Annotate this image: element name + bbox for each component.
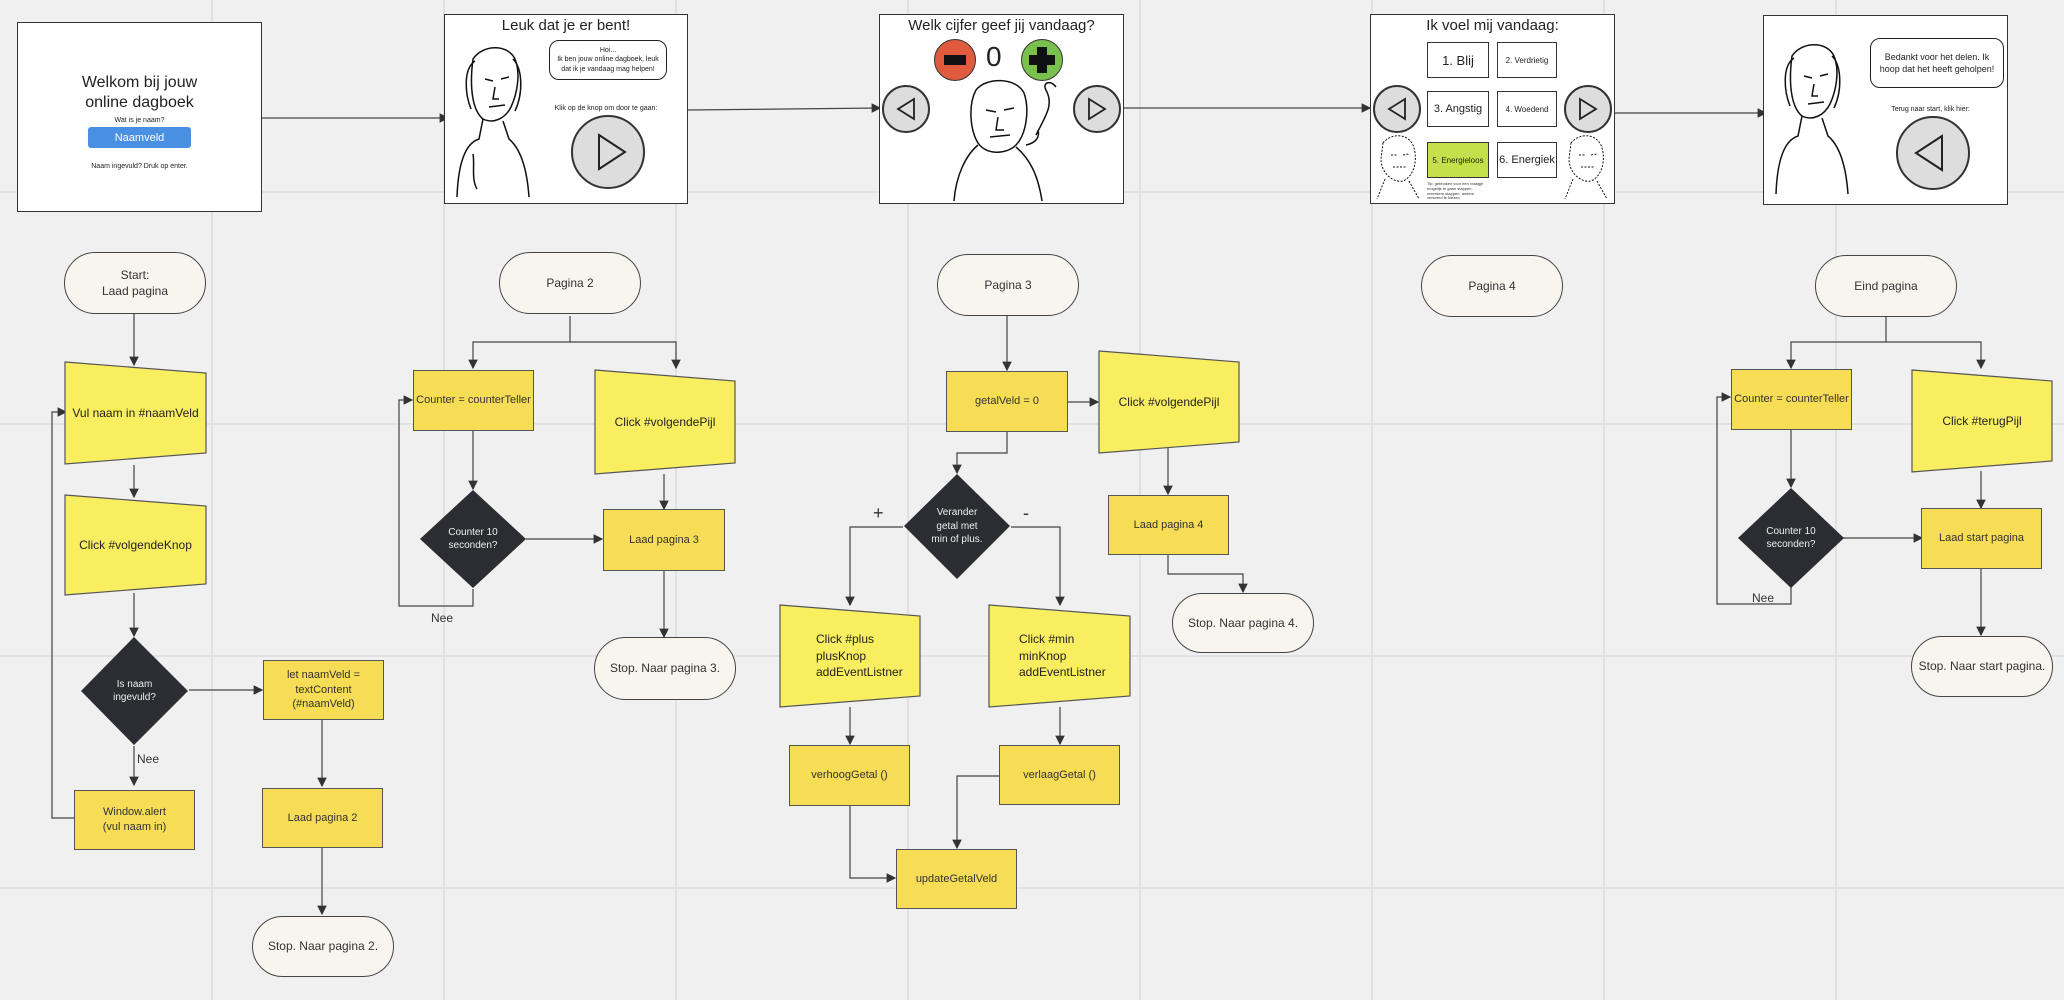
plus-button[interactable] [1021, 39, 1063, 81]
name-field[interactable]: Naamveld [88, 127, 191, 148]
page2-speech-bubble: Hoi... Ik ben jouw online dagboek, leuk … [549, 40, 667, 80]
page3-title: Welk cijfer geef jij vandaag? [908, 17, 1095, 34]
arrow-left-icon [1387, 97, 1406, 121]
flow1-load-page2: Laad pagina 2 [262, 788, 383, 848]
minus-button[interactable] [934, 39, 976, 81]
flow3-load-page4: Laad pagina 4 [1108, 495, 1229, 555]
flow5-load-start: Laad start pagina [1921, 508, 2042, 569]
flow3-min-label: - [1023, 503, 1029, 523]
emotion-option[interactable]: 2. Verdrietig [1497, 42, 1557, 78]
page4-frame: Ik voel mij vandaag: 1. Blij 2. Verdriet… [1370, 14, 1615, 204]
flow1-decision: Is naam ingevuld? [80, 636, 189, 746]
arrow-right-icon [1579, 97, 1598, 121]
flow3-update: updateGetalVeld [896, 849, 1017, 909]
flow2-load-page3: Laad pagina 3 [603, 509, 725, 571]
flow3-click-next: Click #volgendePijl [1098, 350, 1240, 454]
flow5-click-back: Click #terugPijl [1911, 369, 2053, 473]
flow5-no-label: Nee [1752, 591, 1775, 605]
next-arrow-button[interactable] [1564, 85, 1612, 133]
flow4-start: Pagina 4 [1421, 255, 1563, 317]
flow3-getal: getalVeld = 0 [946, 371, 1068, 432]
next-arrow-button[interactable] [1073, 85, 1121, 133]
end-speech-bubble: Bedankt voor het delen. Ik hoop dat het … [1870, 38, 2004, 88]
plus-icon [1029, 47, 1055, 73]
welcome-screen-frame: Welkom bij jouw online dagboek Wat is je… [17, 22, 262, 212]
counter-display: 0 [986, 41, 1002, 72]
emotion-option[interactable]: 4. Woedend [1497, 91, 1557, 127]
back-to-start-button[interactable] [1896, 116, 1970, 190]
flow1-input-name: Vul naam in #naamVeld [64, 361, 207, 465]
flow1-alert: Window.alert (vul naam in) [74, 790, 195, 850]
emotion-option-selected[interactable]: 5. Energieloos [1427, 142, 1489, 178]
flow1-stop: Stop. Naar pagina 2. [252, 916, 394, 977]
end-hint: Terug naar start, klik hier: [1891, 106, 1970, 113]
character-sketch-icon [456, 47, 530, 198]
prev-arrow-button[interactable] [1373, 85, 1421, 133]
play-button[interactable] [571, 115, 645, 189]
page2-title: Leuk dat je er bent! [501, 17, 631, 34]
prev-arrow-button[interactable] [882, 85, 930, 133]
arrow-right-icon [1088, 97, 1107, 121]
flow3-click-min: Click #min minKnop addEventListner [988, 604, 1131, 708]
play-icon [598, 133, 627, 171]
flow3-decision: Verander getal met min of plus. [903, 473, 1011, 580]
arrow-left-icon [1914, 134, 1943, 172]
flow5-stop: Stop. Naar start pagina. [1911, 636, 2053, 697]
flow5-start: Eind pagina [1815, 255, 1957, 317]
flow2-decision: Counter 10 seconden? [419, 489, 527, 589]
flow3-verlaag: verlaagGetal () [999, 745, 1120, 805]
page4-note: Tip: gebruiken voor een vraagje mogelijk… [1427, 181, 1484, 201]
emotion-option[interactable]: 1. Blij [1427, 42, 1489, 78]
flow3-verhoog: verhoogGetal () [789, 745, 910, 806]
character-sketch-icon [1376, 135, 1420, 200]
flow3-stop: Stop. Naar pagina 4. [1172, 593, 1314, 653]
welcome-hint: Naam ingevuld? Druk op enter. [91, 163, 188, 170]
flow1-click-next: Click #volgendeKnop [64, 494, 207, 596]
character-sketch-icon [1564, 135, 1608, 200]
page2-hint: Klik op de knop om door te gaan: [554, 105, 658, 112]
flow1-start: Start: Laad pagina [64, 252, 206, 314]
flow3-start: Pagina 3 [937, 254, 1079, 316]
page4-title: Ik voel mij vandaag: [1426, 17, 1559, 34]
arrow-left-icon [896, 97, 915, 121]
emotion-option[interactable]: 3. Angstig [1427, 91, 1489, 127]
flow2-click-next: Click #volgendePijl [594, 369, 736, 475]
welcome-title: Welkom bij jouw online dagboek [81, 74, 198, 111]
flow5-decision: Counter 10 seconden? [1737, 487, 1845, 589]
character-sketch-icon [953, 79, 1057, 202]
end-frame: Bedankt voor het delen. Ik hoop dat het … [1763, 15, 2008, 205]
minus-icon [944, 55, 966, 65]
flow1-let-name: let naamVeld = textContent (#naamVeld) [263, 660, 384, 720]
flow2-counter: Counter = counterTeller [413, 370, 534, 431]
emotion-option[interactable]: 6. Energiek [1497, 142, 1557, 178]
name-question: Wat is je naam? [114, 117, 165, 124]
flow1-no-label: Nee [137, 752, 160, 766]
page2-frame: Leuk dat je er bent! Hoi... Ik ben jouw … [444, 14, 688, 204]
flow3-plus-label: + [873, 503, 884, 523]
flow5-counter: Counter = counterTeller [1731, 369, 1852, 430]
flow2-start: Pagina 2 [499, 252, 641, 314]
flow2-no-label: Nee [431, 611, 454, 625]
flow3-click-plus: Click #plus plusKnop addEventListner [779, 604, 921, 708]
character-sketch-icon [1775, 44, 1849, 195]
page3-frame: Welk cijfer geef jij vandaag? 0 [879, 14, 1124, 204]
flow2-stop: Stop. Naar pagina 3. [594, 637, 736, 700]
